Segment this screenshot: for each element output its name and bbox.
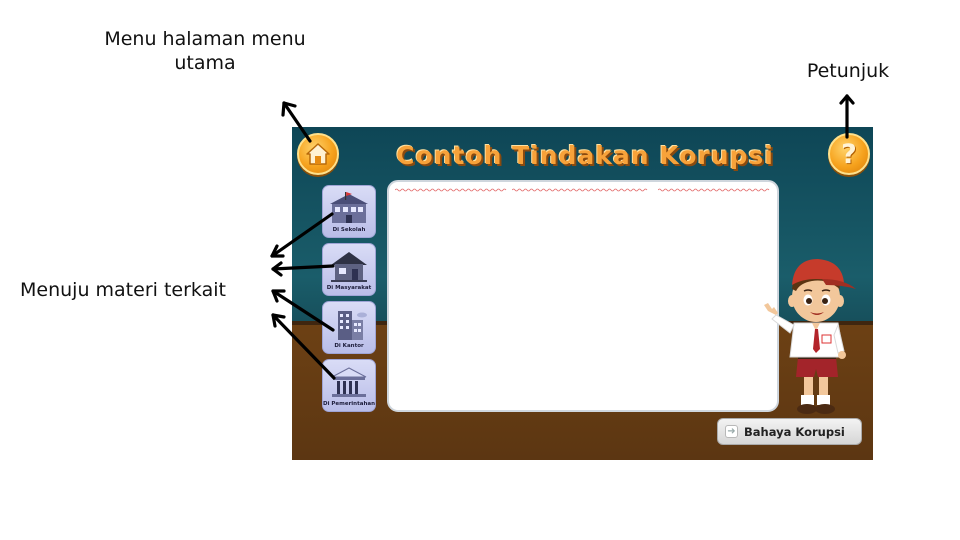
annotation-home-line-2: utama xyxy=(174,52,236,74)
arrow-sekolah-head xyxy=(270,244,285,258)
side-menu-masyarakat[interactable]: Di Masyarakat xyxy=(322,243,376,296)
bahaya-korupsi-button[interactable]: ➜ Bahaya Korupsi xyxy=(717,418,862,445)
government-building-icon xyxy=(331,367,367,397)
bahaya-korupsi-label: Bahaya Korupsi xyxy=(744,424,845,439)
arrow-help-head xyxy=(839,94,855,105)
annotation-petunjuk: Petunjuk xyxy=(806,60,890,82)
student-character-illustration xyxy=(764,259,856,414)
spellcheck-underline xyxy=(395,188,507,192)
spellcheck-underline xyxy=(512,188,648,192)
office-building-icon xyxy=(338,311,367,340)
arrow-home-head xyxy=(281,101,297,117)
arrow-kantor-head xyxy=(271,289,286,303)
school-icon xyxy=(330,192,368,223)
arrow-right-icon: ➜ xyxy=(725,425,738,438)
house-icon xyxy=(331,252,367,282)
app-screen: Contoh Tindakan Korupsi ? Di Sekolah Di … xyxy=(292,127,873,460)
help-button[interactable]: ? xyxy=(828,133,870,175)
side-menu-pemerintahan[interactable]: Di Pemerintahan xyxy=(322,359,376,412)
spellcheck-underline xyxy=(658,188,770,192)
annotation-home-line-1: Menu halaman menu xyxy=(104,28,306,50)
house-icon xyxy=(306,143,330,165)
arrow-pemerintahan-head xyxy=(271,313,286,328)
side-menu-sekolah[interactable]: Di Sekolah xyxy=(322,185,376,238)
page-title: Contoh Tindakan Korupsi xyxy=(396,141,774,170)
annotation-home-menu: Menu halaman menu utama xyxy=(90,27,320,75)
side-menu-kantor[interactable]: Di Kantor xyxy=(322,301,376,354)
content-panel xyxy=(387,180,779,412)
side-menu-label: Di Kantor xyxy=(334,343,364,349)
home-button[interactable] xyxy=(297,133,339,175)
annotation-materi: Menuju materi terkait xyxy=(20,279,226,301)
side-menu-label: Di Masyarakat xyxy=(326,285,372,291)
side-menu-label: Di Pemerintahan xyxy=(323,401,375,407)
question-icon: ? xyxy=(841,138,857,170)
arrow-masyarakat-head xyxy=(271,261,283,277)
side-menu-label: Di Sekolah xyxy=(332,227,366,233)
